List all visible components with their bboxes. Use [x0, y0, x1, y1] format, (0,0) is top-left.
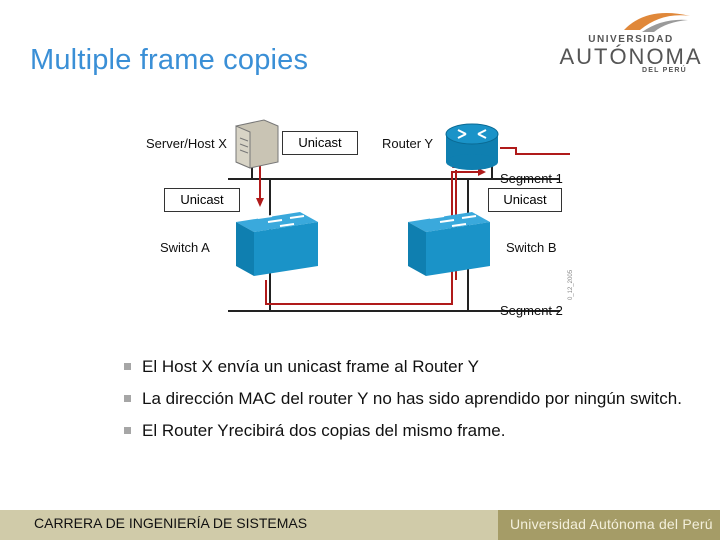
bullet-text: El Router Yrecibirá dos copias del mismo… [142, 421, 506, 440]
bullet-item: El Router Yrecibirá dos copias del mismo… [124, 420, 684, 441]
footer-right-panel: Universidad Autónoma del Perú [498, 510, 720, 540]
diagram-lines [228, 119, 570, 312]
footer-university-text: Universidad Autónoma del Perú [510, 516, 713, 532]
switch-b-label: Switch B [506, 240, 557, 255]
footer-career-text: CARRERA DE INGENIERÍA DE SISTEMAS [34, 515, 308, 531]
footer-left-panel: CARRERA DE INGENIERÍA DE SISTEMAS [0, 510, 498, 540]
server-icon [235, 119, 279, 169]
bullet-text: La dirección MAC del router Y no has sid… [142, 389, 682, 408]
unicast-top-box: Unicast [282, 131, 358, 155]
university-logo: UNIVERSIDAD AUTÓNOMA DEL PERÚ [552, 8, 712, 78]
switch-b-icon [408, 212, 490, 276]
router-label: Router Y [382, 136, 434, 151]
logo-line-2: AUTÓNOMA [559, 44, 703, 69]
bullet-square-icon [124, 395, 131, 402]
figure-id: 0_12_2005 [568, 269, 574, 300]
bullet-item: La dirección MAC del router Y no has sid… [124, 388, 684, 409]
logo-line-1: UNIVERSIDAD [588, 34, 674, 45]
logo-line-3: DEL PERÚ [642, 67, 687, 74]
unicast-left-box: Unicast [164, 188, 240, 212]
unicast-right-box: Unicast [488, 188, 562, 212]
bullet-square-icon [124, 363, 131, 370]
footer-bar: CARRERA DE INGENIERÍA DE SISTEMAS Univer… [0, 510, 720, 540]
bullet-text: El Host X envía un unicast frame al Rout… [142, 357, 480, 376]
server-host-label: Server/Host X [146, 136, 227, 151]
segment-1-label: Segment 1 [500, 171, 563, 186]
network-diagram: Server/Host X Unicast Router Y Segment 1… [140, 112, 590, 322]
segment-2-label: Segment 2 [500, 303, 563, 318]
switch-a-label: Switch A [160, 240, 210, 255]
logo-swoosh-icon [624, 13, 690, 32]
switch-a-icon [236, 212, 318, 276]
slide-title: Multiple frame copies [30, 44, 309, 76]
bullet-square-icon [124, 427, 131, 434]
bullet-list: El Host X envía un unicast frame al Rout… [124, 356, 684, 452]
router-icon [445, 123, 499, 170]
bullet-item: El Host X envía un unicast frame al Rout… [124, 356, 684, 377]
